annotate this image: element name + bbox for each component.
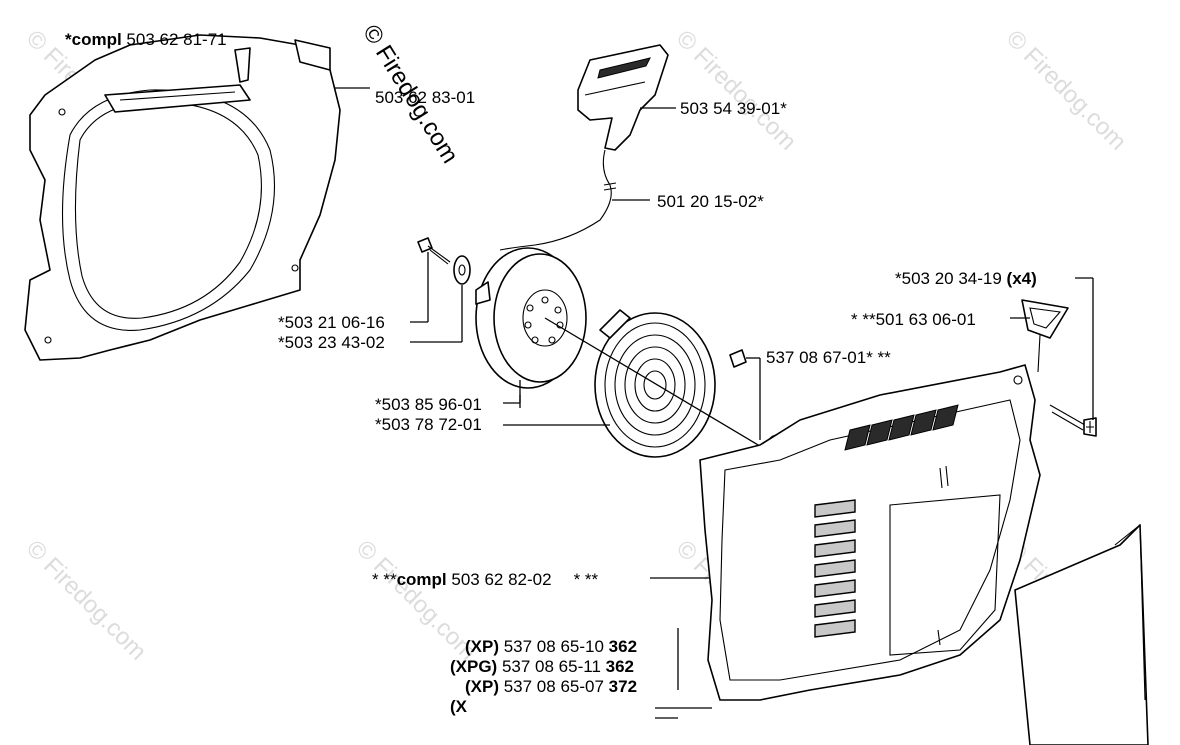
- variant-bracket: [655, 628, 679, 719]
- label-pulley: *503 85 96-01: [375, 395, 482, 414]
- screw: [1049, 277, 1097, 437]
- label-cover-left: 503 62 83-01: [375, 88, 476, 107]
- variant-model: (XP): [465, 637, 499, 656]
- bolt-and-washer: [410, 237, 590, 426]
- variant-model: (XPG): [450, 657, 498, 676]
- variant-size: 372: [608, 677, 638, 696]
- label-washer: *503 23 43-02: [278, 333, 385, 352]
- bushing: [1010, 299, 1069, 373]
- recoil-spring: [590, 309, 716, 458]
- label-variant-4: (X: [450, 697, 467, 717]
- label-variant-3: (XP) 537 08 65-07 372: [465, 677, 637, 697]
- label-bolt: *503 21 06-16: [278, 313, 385, 332]
- label-text-part: *503 20 34-19: [895, 269, 1007, 288]
- variant-size: 362: [605, 657, 634, 676]
- label-compl-top-left: *compl 503 62 81-71: [65, 30, 227, 50]
- label-bold-part: compl: [396, 570, 447, 589]
- label-text-part: 503 62 81-71: [121, 30, 227, 49]
- label-spring: *503 78 72-01: [375, 415, 482, 434]
- variant-size: 362: [608, 637, 638, 656]
- variant-part-number: 537 08 65-07: [499, 677, 609, 696]
- label-nut: 537 08 67-01* **: [766, 348, 891, 367]
- side-plate: [1014, 523, 1149, 745]
- label-variant-2: (XPG) 537 08 65-11 362: [450, 657, 634, 677]
- label-variant-1: (XP) 537 08 65-10 362: [465, 637, 637, 657]
- nut: [729, 349, 761, 440]
- fan-cover-left: [24, 34, 370, 361]
- label-bold-part: *compl: [65, 30, 122, 49]
- starter-pulley: [475, 247, 587, 408]
- label-suffix: * **: [573, 570, 599, 589]
- label-rope: 501 20 15-02*: [657, 192, 764, 211]
- variant-model: (X: [450, 697, 467, 716]
- variant-model: (XP): [465, 677, 499, 696]
- label-housing-compl: * **compl 503 62 82-02* **: [372, 570, 598, 590]
- label-screw-x4: *503 20 34-19 (x4): [895, 269, 1037, 289]
- variant-part-number: 537 08 65-11: [497, 657, 606, 676]
- starter-handle: [499, 44, 676, 251]
- variant-part-number: 537 08 65-10: [499, 637, 609, 656]
- label-handle: 503 54 39-01*: [680, 99, 787, 118]
- label-prefix: * **: [372, 570, 397, 589]
- label-bushing: * **501 63 06-01: [851, 310, 976, 329]
- label-bold-part: (x4): [1006, 269, 1037, 288]
- starter-housing: [650, 364, 1041, 709]
- label-text-part: 503 62 82-02: [446, 570, 552, 589]
